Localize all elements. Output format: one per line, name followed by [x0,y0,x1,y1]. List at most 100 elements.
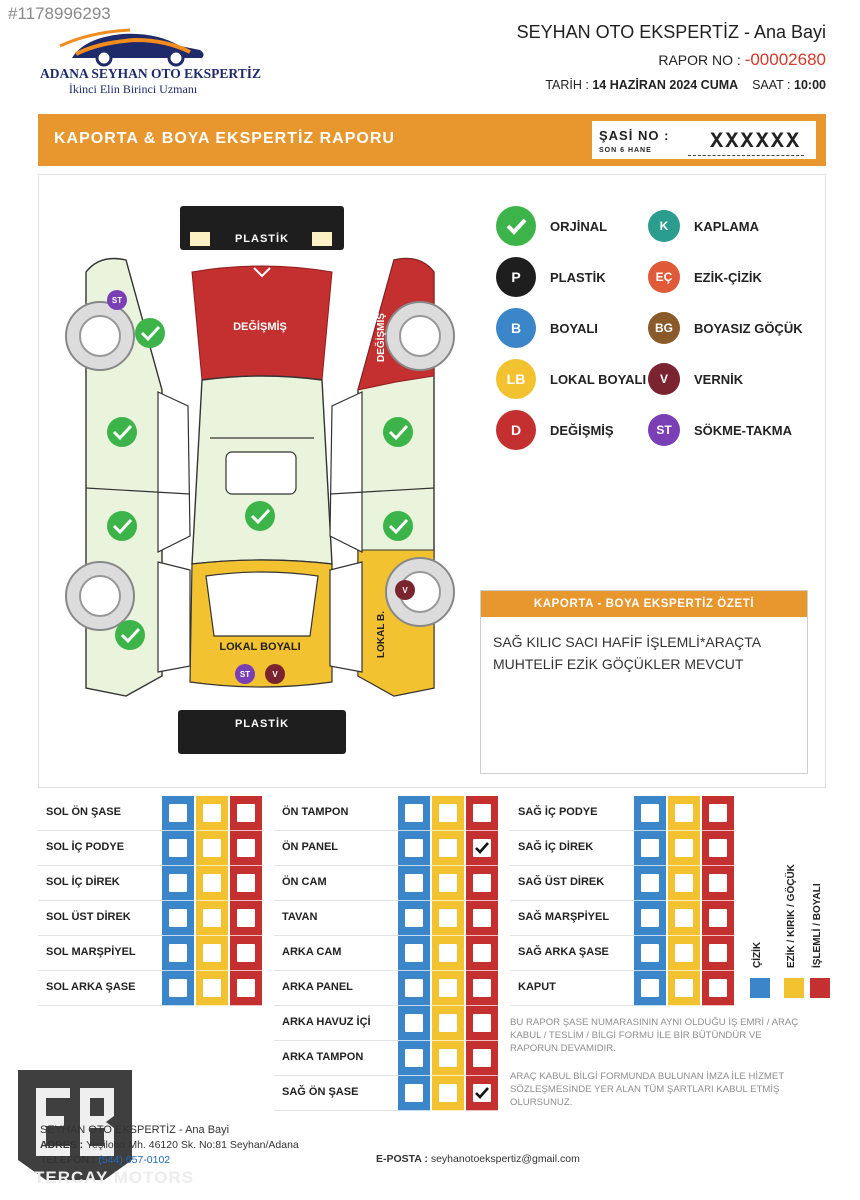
damage-checkbox[interactable] [203,874,221,892]
damage-checkbox[interactable] [237,839,255,857]
legend-label: BOYASIZ GÖÇÜK [694,320,803,336]
st-badge [107,290,127,310]
damage-checkbox[interactable] [237,944,255,962]
damage-checkbox[interactable] [675,909,693,927]
check-icon [107,511,137,541]
damage-checkbox[interactable] [405,944,423,962]
damage-checkbox[interactable] [237,874,255,892]
damage-checkbox[interactable] [675,874,693,892]
table-row-label: SAĞ ÜST DİREK [518,876,605,888]
damage-checkbox[interactable] [439,909,457,927]
table-row-divider [634,970,736,971]
damage-checkbox[interactable] [675,839,693,857]
damage-checkbox[interactable] [641,874,659,892]
table-row: ARKA HAVUZ İÇİ [274,1006,398,1041]
car-logo-icon [59,28,204,67]
email-value[interactable]: seyhanotoekspertiz@gmail.com [430,1153,580,1165]
v-badge-label: V [272,670,278,679]
damage-checkbox[interactable] [439,874,457,892]
phone-value[interactable]: (544) 657-0102 [98,1154,171,1166]
damage-checkbox[interactable] [473,909,491,927]
damage-checkbox[interactable] [675,944,693,962]
damage-checkbox[interactable] [405,1049,423,1067]
damage-checkbox[interactable] [169,839,187,857]
damage-checkbox[interactable] [405,1014,423,1032]
table-color-column [230,796,262,1006]
damage-checkbox[interactable] [439,839,457,857]
damage-checkbox[interactable] [439,1049,457,1067]
table-row-label: SAĞ İÇ PODYE [518,806,598,818]
damage-checkbox[interactable] [641,979,659,997]
damage-checkbox[interactable] [709,874,727,892]
damage-checkbox[interactable] [203,979,221,997]
damage-checkbox[interactable] [405,979,423,997]
phone-label: TELEFON : [40,1154,99,1166]
damage-checkbox[interactable] [473,804,491,822]
damage-checkbox[interactable] [169,944,187,962]
damage-checkbox[interactable] [169,874,187,892]
table-row-divider [398,1075,500,1076]
damage-checkbox[interactable] [203,839,221,857]
damage-checkbox[interactable] [203,804,221,822]
damage-checkbox[interactable] [237,909,255,927]
damage-checkbox[interactable] [473,839,491,857]
damage-checkbox[interactable] [709,979,727,997]
damage-checkbox[interactable] [709,944,727,962]
damage-checkbox[interactable] [405,804,423,822]
table-row-label: SOL ÜST DİREK [46,911,131,923]
table-row-divider [398,970,500,971]
hood-label: DEĞİŞMİŞ [233,320,287,333]
damage-checkbox[interactable] [473,979,491,997]
damage-checkbox[interactable] [169,804,187,822]
damage-checkbox[interactable] [405,1084,423,1102]
legend-swatch: EÇ [648,261,680,293]
damage-checkbox[interactable] [641,909,659,927]
damage-checkbox[interactable] [709,804,727,822]
table-row: ÖN PANEL [274,831,398,866]
damage-checkbox[interactable] [473,1014,491,1032]
table-row: SOL MARŞPİYEL [38,936,162,971]
column-legend-label: ÇİZİK [752,941,763,968]
damage-checkbox[interactable] [709,909,727,927]
damage-checkbox[interactable] [439,979,457,997]
table-row-label: ARKA PANEL [282,981,353,993]
damage-checkbox[interactable] [439,944,457,962]
damage-checkbox[interactable] [641,839,659,857]
damage-checkbox[interactable] [439,804,457,822]
damage-checkbox[interactable] [203,944,221,962]
legend-item: EÇ EZİK-ÇİZİK [648,257,762,297]
damage-checkbox[interactable] [473,944,491,962]
table-row: SAĞ ARKA ŞASE [510,936,634,971]
damage-checkbox[interactable] [641,804,659,822]
legend-label: EZİK-ÇİZİK [694,269,762,285]
table-row-label: SAĞ ÖN ŞASE [282,1086,359,1098]
damage-checkbox[interactable] [169,979,187,997]
left-side [65,257,191,697]
damage-checkbox[interactable] [405,839,423,857]
damage-checkbox[interactable] [675,979,693,997]
damage-checkbox[interactable] [709,839,727,857]
damage-checkbox[interactable] [439,1014,457,1032]
damage-checkbox[interactable] [169,909,187,927]
damage-checkbox[interactable] [405,909,423,927]
damage-checkbox[interactable] [675,804,693,822]
footer-address: ADRES : Yeşiloba Mh. 46120 Sk. No:81 Sey… [40,1139,299,1151]
report-date: TARİH : 14 HAZİRAN 2024 CUMA SAAT : 10:0… [545,78,826,92]
damage-checkbox[interactable] [473,874,491,892]
table-row-divider [398,935,500,936]
table-row: SAĞ ÜST DİREK [510,866,634,901]
damage-checkbox[interactable] [473,1084,491,1102]
damage-checkbox[interactable] [439,1084,457,1102]
summary-box: KAPORTA - BOYA EKSPERTİZ ÖZETİ SAĞ KILIC… [480,590,808,774]
check-icon [383,511,413,541]
damage-checkbox[interactable] [641,944,659,962]
damage-checkbox[interactable] [237,804,255,822]
damage-checkbox[interactable] [473,1049,491,1067]
legend-swatch: D [496,410,536,450]
check-icon [115,620,145,650]
chassis-label: ŞASİ NO : [599,128,670,143]
damage-checkbox[interactable] [203,909,221,927]
damage-checkbox[interactable] [405,874,423,892]
damage-checkbox[interactable] [237,979,255,997]
